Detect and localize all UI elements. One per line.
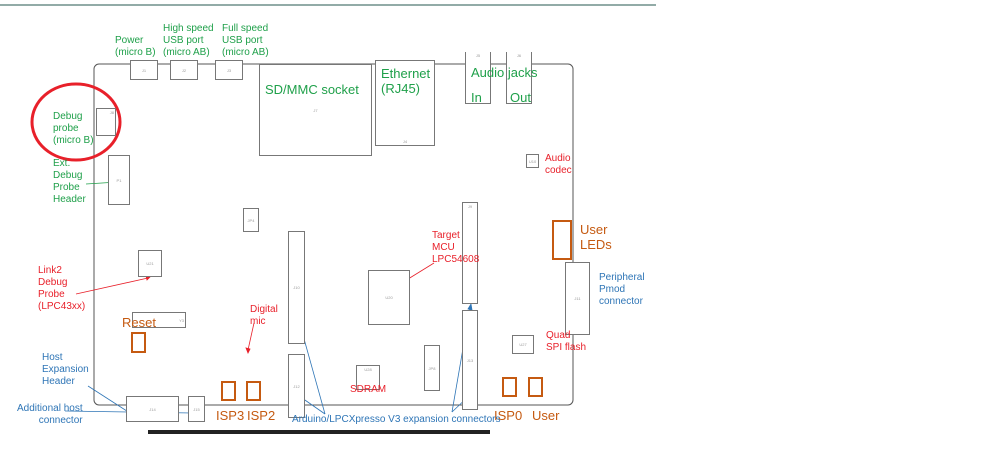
label-isp0: ISP0: [494, 408, 523, 423]
user-button[interactable]: [528, 377, 543, 397]
user-leds-highlight: [552, 220, 572, 260]
expansion-connector-j9: J9: [462, 202, 478, 304]
isp2-button[interactable]: [246, 381, 261, 401]
label-ethernet: Ethernet(RJ45): [381, 66, 431, 96]
audio-codec-u10: U10: [526, 154, 539, 168]
label-sd: SD/MMC socket: [265, 82, 359, 97]
label-audio-jacks: Audio jacks: [471, 65, 538, 80]
connector-j2: J2: [170, 60, 198, 80]
label-power: Power(micro B): [115, 35, 156, 58]
expansion-connector-j12: J12: [288, 354, 305, 418]
jumper-jp4: JP4: [243, 208, 259, 232]
bottom-bar: [148, 430, 490, 434]
qspi-flash-u27: U27: [512, 335, 534, 354]
crystal-y3: Y3: [132, 312, 186, 328]
label-isp2: ISP2: [247, 408, 276, 423]
jumper-jp8: JP8: [424, 345, 440, 391]
reset-button[interactable]: [131, 332, 146, 353]
pmod-connector-j11: J11: [565, 262, 590, 335]
debug-header-p1: P1: [108, 155, 130, 205]
host-connector-j15: J15: [188, 396, 205, 422]
label-arduino-connectors: Arduino/LPCXpresso V3 expansion connecto…: [292, 414, 501, 425]
debug-usb-j8: J8: [96, 108, 116, 136]
isp0-button[interactable]: [502, 377, 517, 397]
label-user-button: User: [532, 408, 560, 423]
chip-u21: U21: [138, 250, 162, 277]
isp3-button[interactable]: [221, 381, 236, 401]
label-audio-in: In: [471, 90, 482, 105]
host-header-j14: J14: [126, 396, 179, 422]
label-sdram: SDRAM: [350, 384, 387, 395]
label-audio-out: Out: [510, 90, 531, 105]
label-reset: Reset: [122, 315, 156, 330]
expansion-connector-j10: J10: [288, 231, 305, 344]
connector-j1: J1: [130, 60, 158, 80]
connector-j3: J3: [215, 60, 243, 80]
sdram-u28: U28: [356, 365, 380, 390]
sd-socket-j7: J7: [259, 64, 372, 156]
audio-jack-j5: J5: [465, 52, 491, 104]
expansion-connector-j13: J13: [462, 310, 478, 410]
audio-jack-j6: J6: [506, 52, 532, 104]
debug-probe-highlight-circle: [30, 82, 122, 162]
mcu-u20: U20: [368, 270, 410, 325]
label-isp3: ISP3: [216, 408, 245, 423]
ethernet-j4: J4: [375, 60, 435, 146]
